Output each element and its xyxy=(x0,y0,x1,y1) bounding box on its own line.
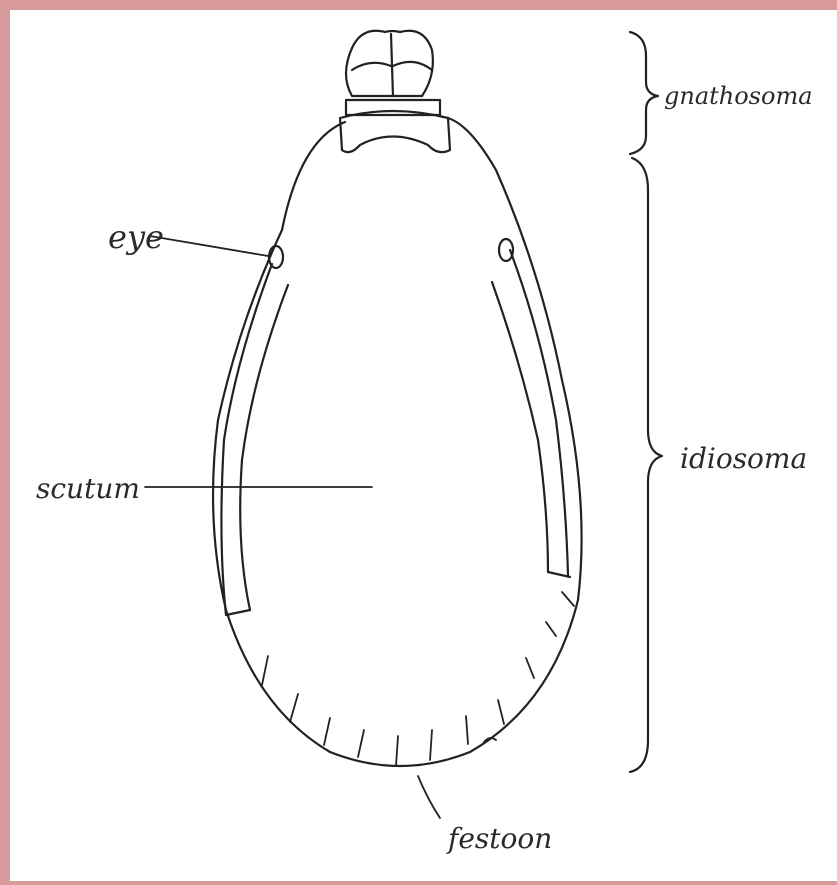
brace-idiosoma xyxy=(630,158,662,772)
eye-label: eye xyxy=(108,218,164,256)
brace-gnathosoma xyxy=(630,32,658,154)
idiosoma-label: idiosoma xyxy=(680,442,807,475)
idiosoma-body xyxy=(213,118,582,766)
festoon-marks xyxy=(262,592,574,766)
leader-lines xyxy=(145,236,440,818)
festoon-label: festoon xyxy=(446,822,552,855)
eye-shapes xyxy=(269,239,513,268)
gnathosoma-shape xyxy=(340,31,450,152)
scutum-outline xyxy=(221,250,570,615)
gnathosoma-label: gnathosoma xyxy=(664,82,813,110)
scutum-label: scutum xyxy=(36,472,140,505)
